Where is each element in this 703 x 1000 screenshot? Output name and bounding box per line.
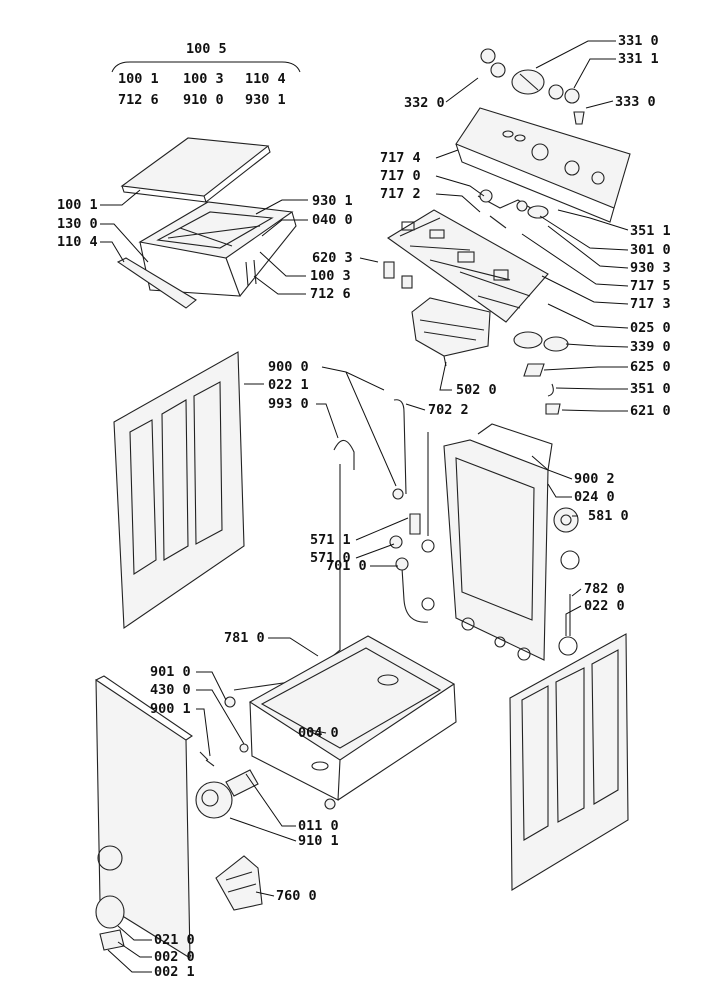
part-label: 022 0 — [584, 598, 625, 614]
access-door-part — [95, 895, 125, 929]
part-label: 025 0 — [630, 320, 671, 336]
part-label: 351 0 — [630, 381, 671, 397]
part-label: 002 1 — [154, 964, 195, 980]
control-board-part — [387, 209, 549, 323]
assembly-part: 100 1 — [118, 71, 159, 87]
part-label: 900 0 — [268, 359, 309, 375]
part-label: 930 1 — [312, 193, 353, 209]
part-label: 110 4 — [57, 234, 98, 250]
part-label: 717 2 — [380, 186, 421, 202]
module-part — [411, 297, 491, 357]
pump-part — [195, 781, 233, 819]
part-label: 333 0 — [615, 94, 656, 110]
part-label: 100 1 — [57, 197, 98, 213]
part-label: 002 0 — [154, 949, 195, 965]
part-label: 502 0 — [456, 382, 497, 398]
main-knob-part — [511, 69, 545, 95]
assembly-header: 100 5 100 1 100 3 110 4 712 6 910 0 930 … — [111, 41, 301, 108]
assembly-part: 712 6 — [118, 92, 159, 108]
part-label: 900 1 — [150, 701, 191, 717]
console-part — [455, 107, 631, 209]
assembly-part: 100 3 — [183, 71, 224, 87]
assembly-part: 110 4 — [245, 71, 286, 87]
part-label: 910 1 — [298, 833, 339, 849]
part-label: 130 0 — [57, 216, 98, 232]
part-label: 581 0 — [588, 508, 629, 524]
part-label: 712 6 — [310, 286, 351, 302]
part-label: 571 0 — [310, 550, 351, 566]
part-labels: 331 0 331 1 332 0 333 0 717 4 717 0 717 … — [57, 33, 671, 980]
part-label: 702 2 — [428, 402, 469, 418]
part-label: 301 0 — [630, 242, 671, 258]
part-label: 100 3 — [310, 268, 351, 284]
part-label: 011 0 — [298, 818, 339, 834]
right-side-panel-part — [509, 633, 629, 891]
part-label: 620 3 — [312, 250, 353, 266]
control-strip-part — [116, 257, 197, 309]
part-label: 351 1 — [630, 223, 671, 239]
pulley-part — [553, 507, 579, 533]
part-label: 004 0 — [298, 725, 339, 741]
part-label: 701 0 — [326, 558, 367, 574]
part-label: 717 5 — [630, 278, 671, 294]
part-label: 332 0 — [404, 95, 445, 111]
part-label: 717 3 — [630, 296, 671, 312]
filter-part — [215, 855, 263, 911]
part-label: 901 0 — [150, 664, 191, 680]
assembly-part: 930 1 — [245, 92, 286, 108]
part-label: 717 4 — [380, 150, 421, 166]
assembly-code: 100 5 — [186, 41, 227, 57]
leader-lines — [100, 40, 629, 973]
lid-part — [120, 137, 270, 197]
part-label: 717 0 — [380, 168, 421, 184]
part-label: 900 2 — [574, 471, 615, 487]
part-label: 993 0 — [268, 396, 309, 412]
part-label: 024 0 — [574, 489, 615, 505]
part-label: 621 0 — [630, 403, 671, 419]
part-label: 571 1 — [310, 532, 351, 548]
part-label: 760 0 — [276, 888, 317, 904]
part-label: 040 0 — [312, 212, 353, 228]
part-label: 781 0 — [224, 630, 265, 646]
part-label: 331 0 — [618, 33, 659, 49]
part-label: 331 1 — [618, 51, 659, 67]
part-label: 930 3 — [630, 260, 671, 276]
part-label: 430 0 — [150, 682, 191, 698]
front-panel-part — [95, 678, 191, 960]
part-label: 021 0 — [154, 932, 195, 948]
part-label: 782 0 — [584, 581, 625, 597]
part-label: 022 1 — [268, 377, 309, 393]
assembly-part: 910 0 — [183, 92, 224, 108]
rear-cabinet-part — [443, 439, 549, 661]
left-side-panel-part — [113, 351, 245, 630]
part-label: 339 0 — [630, 339, 671, 355]
parts-drawing — [95, 48, 631, 960]
part-label: 625 0 — [630, 359, 671, 375]
